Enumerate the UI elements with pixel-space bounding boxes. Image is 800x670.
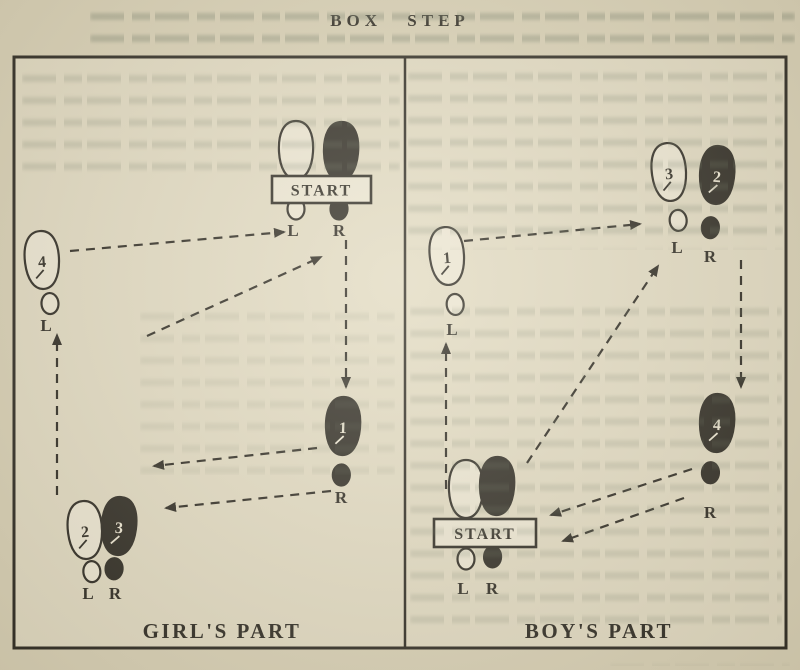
footprint-heel: [700, 461, 721, 485]
foot-side-label-r: R: [333, 221, 346, 240]
step-arrow-1-to-3: [463, 219, 642, 243]
footprint-1: 1: [428, 226, 466, 317]
footprint-4: 4: [23, 229, 61, 316]
footprint-heel: [445, 292, 465, 317]
start-label: START: [454, 526, 516, 543]
page-title: BOX STEP: [330, 11, 470, 30]
footprint-2: 2: [66, 499, 104, 584]
step-number: 4: [712, 417, 721, 434]
footprint-sole: [23, 229, 61, 291]
footprint-sole: [698, 144, 736, 206]
foot-side-label-l: L: [287, 221, 298, 240]
footprint-sole: [324, 395, 362, 457]
foot-side-label-r: R: [486, 579, 499, 598]
number-slash: [35, 269, 45, 280]
number-slash: [78, 539, 88, 550]
footprint-heel: [104, 557, 124, 581]
footprint-sole: [428, 226, 466, 286]
footprint-sole: [277, 119, 315, 181]
foot-side-label-r: R: [704, 247, 717, 266]
step-number: 3: [664, 166, 673, 184]
start-box: [432, 517, 538, 549]
footprint-2: 2: [698, 144, 736, 240]
footprint-heel: [456, 547, 476, 571]
panel-label-girl: GIRL'S PART: [143, 619, 302, 643]
step-arrow-1-to-3-upper: [152, 446, 318, 470]
foot-side-label-l: L: [446, 320, 457, 339]
footprint-heel: [668, 208, 688, 232]
step-number: 1: [442, 250, 451, 268]
footprint-3: 3: [100, 495, 138, 581]
step-arrow-1-to-2-lower: [164, 489, 332, 512]
foot-side-label-l: L: [82, 584, 93, 603]
step-number: 1: [339, 420, 348, 437]
footprint-heel: [40, 291, 60, 316]
footprint-sole: [650, 142, 688, 202]
footprint-3: 3: [650, 142, 688, 232]
step-number: 2: [81, 524, 90, 542]
footprint-sole: [698, 392, 736, 454]
footprint-heel: [82, 560, 102, 584]
number-slash: [708, 432, 719, 442]
footprint-sole: [447, 458, 485, 520]
footprint-1: 1: [324, 395, 362, 487]
foot-side-label-r: R: [704, 503, 717, 522]
number-slash: [708, 184, 718, 194]
step-number: 4: [38, 254, 47, 272]
start-label: START: [291, 183, 353, 200]
footprint-heel: [331, 463, 351, 487]
footprint-4: 4: [698, 392, 736, 485]
step-arrow-4-to-start-lower: [561, 496, 685, 543]
number-slash: [334, 435, 345, 445]
foot-side-label-l: L: [457, 579, 468, 598]
step-arrow-4-to-start-upper: [549, 467, 693, 517]
step-number: 3: [114, 520, 123, 538]
step-arrow-4-to-start: [69, 227, 286, 253]
step-number: 2: [712, 169, 721, 187]
foot-side-label-r: R: [335, 488, 348, 507]
footprint-sole: [478, 455, 516, 517]
foot-side-label-l: L: [40, 316, 51, 335]
footprint-sole: [100, 495, 138, 557]
footprint-start-right: [322, 120, 360, 221]
number-slash: [662, 181, 672, 192]
footprint-start-right: [478, 455, 516, 569]
footprint-heel: [700, 216, 720, 240]
number-slash: [110, 535, 120, 545]
number-slash: [440, 265, 450, 276]
foot-side-label-r: R: [109, 584, 122, 603]
footprint-sole: [322, 120, 360, 182]
foot-side-label-l: L: [671, 238, 682, 257]
start-box: [270, 174, 373, 205]
step-arrow-start-to-2: [526, 264, 660, 464]
footprint-heel: [482, 545, 503, 569]
panel-label-boy: BOY'S PART: [525, 619, 673, 643]
footprint-sole: [66, 499, 104, 561]
